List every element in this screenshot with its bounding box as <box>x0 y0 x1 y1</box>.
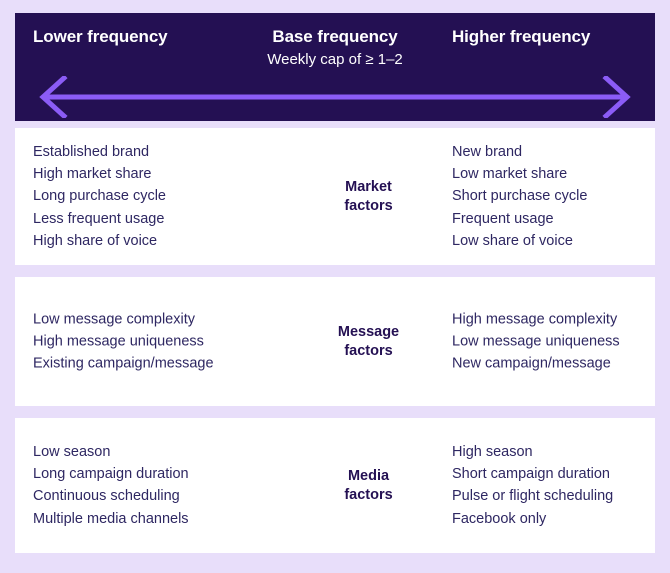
base-frequency-label: Base frequency <box>272 27 398 46</box>
row-right-column: High message complexity Low message uniq… <box>452 277 655 406</box>
table-row: Low message complexity High message uniq… <box>15 277 655 406</box>
list-item: Multiple media channels <box>33 510 189 527</box>
list-item: Pulse or flight scheduling <box>452 488 614 505</box>
banner-column-lower: Lower frequency <box>33 26 168 48</box>
list-item: Short purchase cycle <box>452 188 588 205</box>
list-item: Low message complexity <box>33 310 195 327</box>
table-row: Low season Long campaign duration Contin… <box>15 418 655 553</box>
list-item: Existing campaign/message <box>33 355 214 372</box>
list-item: Low message uniqueness <box>452 333 620 350</box>
higher-frequency-list: New brand Low market share Short purchas… <box>452 140 655 252</box>
list-item: Less frequent usage <box>33 210 165 227</box>
banner-column-higher: Higher frequency <box>452 26 590 48</box>
list-item: High season <box>452 443 533 460</box>
row-center-column: Market factors <box>285 128 452 265</box>
row-category-label: Media factors <box>285 467 452 505</box>
lower-frequency-list: Low season Long campaign duration Contin… <box>33 441 285 531</box>
row-category-label-line2: factors <box>344 486 393 503</box>
row-right-column: New brand Low market share Short purchas… <box>452 128 655 265</box>
higher-frequency-label: Higher frequency <box>452 27 591 46</box>
list-item: Continuous scheduling <box>33 488 180 505</box>
banner-column-base: Base frequency Weekly cap of ≥ 1–2 <box>15 26 655 70</box>
higher-frequency-list: High season Short campaign duration Puls… <box>452 441 655 531</box>
table-row: Established brand High market share Long… <box>15 128 655 265</box>
row-center-column: Message factors <box>285 277 452 406</box>
list-item: Low share of voice <box>452 233 573 250</box>
row-category-label-line1: Message <box>337 323 400 340</box>
row-category-label: Market factors <box>285 178 452 216</box>
list-item: High message complexity <box>452 310 618 327</box>
row-center-column: Media factors <box>285 418 452 553</box>
row-category-label-line2: factors <box>344 342 393 359</box>
list-item: Short campaign duration <box>452 466 610 483</box>
row-left-column: Established brand High market share Long… <box>15 128 285 265</box>
list-item: High message uniqueness <box>33 333 204 350</box>
row-left-column: Low message complexity High message uniq… <box>15 277 285 406</box>
list-item: Low market share <box>452 165 568 182</box>
lower-frequency-label: Lower frequency <box>33 27 168 46</box>
list-item: Low season <box>33 443 111 460</box>
list-item: New brand <box>452 143 523 160</box>
list-item: Long purchase cycle <box>33 188 166 205</box>
frequency-scale-banner: Lower frequency Base frequency Weekly ca… <box>15 13 655 121</box>
row-category-label-line2: factors <box>344 197 393 214</box>
lower-frequency-list: Low message complexity High message uniq… <box>33 308 285 375</box>
list-item: High share of voice <box>33 233 158 250</box>
row-category-label: Message factors <box>285 323 452 361</box>
list-item: High market share <box>33 165 152 182</box>
banner-labels: Lower frequency Base frequency Weekly ca… <box>15 13 655 75</box>
higher-frequency-list: High message complexity Low message uniq… <box>452 308 655 375</box>
row-category-label-line1: Market <box>345 178 392 195</box>
row-right-column: High season Short campaign duration Puls… <box>452 418 655 553</box>
lower-frequency-list: Established brand High market share Long… <box>33 140 285 252</box>
list-item: Established brand <box>33 143 150 160</box>
row-category-label-line1: Media <box>347 467 390 484</box>
list-item: Long campaign duration <box>33 466 189 483</box>
list-item: Facebook only <box>452 510 547 527</box>
row-left-column: Low season Long campaign duration Contin… <box>15 418 285 553</box>
list-item: New campaign/message <box>452 355 611 372</box>
double-headed-arrow-icon <box>33 74 637 120</box>
base-frequency-sublabel: Weekly cap of ≥ 1–2 <box>267 51 403 68</box>
list-item: Frequent usage <box>452 210 554 227</box>
